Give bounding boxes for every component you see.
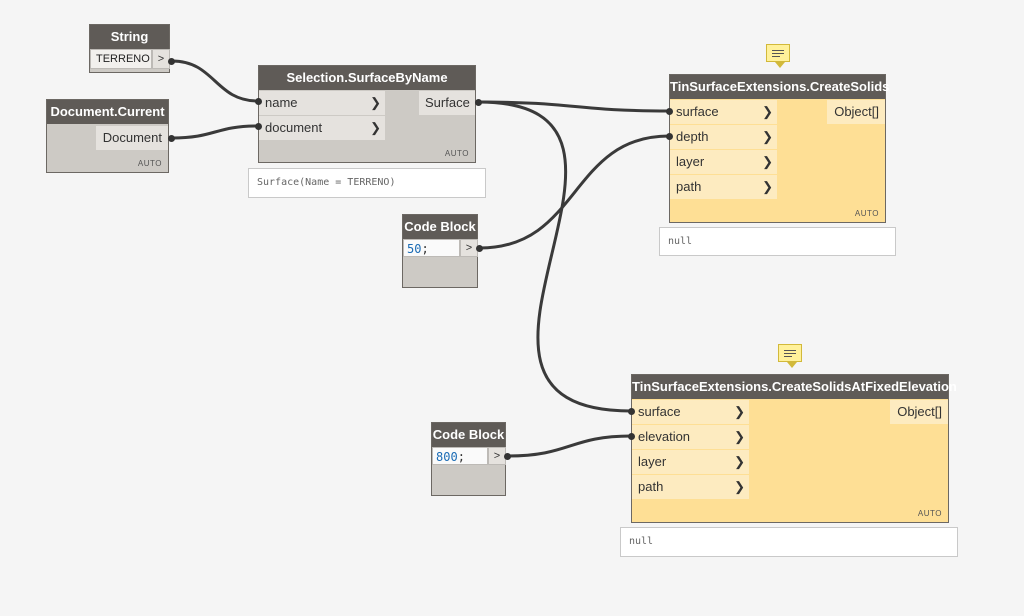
surface-output-port[interactable]: Surface bbox=[419, 91, 475, 115]
chevron-right-icon: ❯ bbox=[370, 95, 381, 110]
port-dot bbox=[255, 98, 262, 105]
string-value-field[interactable]: TERRENO bbox=[90, 49, 152, 69]
object-output-port[interactable]: Object[] bbox=[827, 100, 885, 124]
document-output-port[interactable]: Document bbox=[96, 126, 168, 150]
port-label: elevation bbox=[638, 429, 691, 444]
port-dot bbox=[476, 245, 483, 252]
output-arrow-icon[interactable]: > bbox=[152, 49, 170, 69]
chevron-right-icon: ❯ bbox=[762, 129, 773, 144]
chevron-right-icon: ❯ bbox=[734, 404, 745, 419]
chevron-right-icon: ❯ bbox=[734, 479, 745, 494]
port-dot bbox=[666, 133, 673, 140]
code-number: 800 bbox=[436, 450, 458, 464]
fixedelevation-title: TinSurfaceExtensions.CreateSolidsAtFixed… bbox=[632, 375, 957, 399]
layer-input-port[interactable]: layer ❯ bbox=[632, 450, 749, 474]
name-input-port[interactable]: name ❯ bbox=[259, 91, 385, 115]
surface-input-port[interactable]: surface ❯ bbox=[632, 400, 749, 424]
wire-code50-to-depth bbox=[478, 134, 671, 250]
code-block-node-800[interactable]: Code Block 800; > bbox=[431, 422, 506, 496]
wire-string-to-name bbox=[170, 59, 260, 103]
auto-label: AUTO bbox=[917, 509, 942, 518]
string-node-title: String bbox=[90, 25, 169, 49]
port-label: surface bbox=[676, 104, 719, 119]
auto-label: AUTO bbox=[137, 159, 162, 168]
chevron-right-icon: ❯ bbox=[762, 179, 773, 194]
code-block-title: Code Block bbox=[403, 215, 477, 239]
port-dot bbox=[168, 135, 175, 142]
document-port-label: document bbox=[265, 120, 323, 135]
document-input-port[interactable]: document ❯ bbox=[259, 116, 385, 140]
chevron-right-icon: ❯ bbox=[734, 429, 745, 444]
selection-surfacebyname-node[interactable]: Selection.SurfaceByName name ❯ document … bbox=[258, 65, 476, 163]
code-input-field[interactable]: 800; bbox=[432, 447, 488, 465]
wire-surface-to-createsolids bbox=[477, 100, 671, 113]
port-label: depth bbox=[676, 129, 709, 144]
chevron-right-icon: ❯ bbox=[762, 154, 773, 169]
port-dot bbox=[504, 453, 511, 460]
port-dot bbox=[255, 123, 262, 130]
createsolids-node[interactable]: TinSurfaceExtensions.CreateSolids surfac… bbox=[669, 74, 889, 223]
object-output-port[interactable]: Object[] bbox=[890, 400, 948, 424]
elevation-input-port[interactable]: elevation ❯ bbox=[632, 425, 749, 449]
note-icon[interactable] bbox=[766, 44, 790, 68]
wire-document-to-document bbox=[170, 124, 260, 140]
document-node-title: Document.Current bbox=[47, 100, 168, 124]
port-label: layer bbox=[676, 154, 705, 169]
port-dot bbox=[666, 108, 673, 115]
depth-input-port[interactable]: depth ❯ bbox=[670, 125, 777, 149]
selection-node-title: Selection.SurfaceByName bbox=[259, 66, 475, 90]
code-block-node-50[interactable]: Code Block 50; > bbox=[402, 214, 478, 288]
createsolids-title: TinSurfaceExtensions.CreateSolids bbox=[670, 75, 889, 99]
wire-surface-to-fixedelevation bbox=[477, 100, 633, 413]
note-icon[interactable] bbox=[778, 344, 802, 368]
wire-code800-to-elevation bbox=[506, 434, 633, 458]
code-suffix: ; bbox=[457, 450, 465, 464]
port-dot bbox=[628, 433, 635, 440]
chevron-right-icon: ❯ bbox=[370, 120, 381, 135]
port-label: surface bbox=[638, 404, 681, 419]
output-arrow-icon[interactable]: > bbox=[460, 239, 478, 257]
code-number: 50 bbox=[407, 242, 422, 256]
name-port-label: name bbox=[265, 95, 298, 110]
createsolids-preview: null bbox=[659, 227, 896, 256]
auto-label: AUTO bbox=[444, 149, 469, 158]
layer-input-port[interactable]: layer ❯ bbox=[670, 150, 777, 174]
port-label: path bbox=[676, 179, 702, 194]
document-current-node[interactable]: Document.Current Document AUTO bbox=[46, 99, 169, 173]
code-suffix: ; bbox=[421, 242, 429, 256]
chevron-right-icon: ❯ bbox=[762, 104, 773, 119]
port-label: layer bbox=[638, 454, 667, 469]
path-input-port[interactable]: path ❯ bbox=[632, 475, 749, 499]
port-label: path bbox=[638, 479, 664, 494]
code-input-field[interactable]: 50; bbox=[403, 239, 460, 257]
port-dot bbox=[475, 99, 482, 106]
selection-preview: Surface(Name = TERRENO) bbox=[248, 168, 486, 198]
surface-input-port[interactable]: surface ❯ bbox=[670, 100, 777, 124]
code-block-title: Code Block bbox=[432, 423, 505, 447]
string-node[interactable]: String TERRENO > bbox=[89, 24, 170, 73]
output-arrow-icon[interactable]: > bbox=[488, 447, 506, 465]
port-dot bbox=[168, 58, 175, 65]
path-input-port[interactable]: path ❯ bbox=[670, 175, 777, 199]
createsolidsatfixedelevation-node[interactable]: TinSurfaceExtensions.CreateSolidsAtFixed… bbox=[631, 374, 957, 523]
port-dot bbox=[628, 408, 635, 415]
auto-label: AUTO bbox=[854, 209, 879, 218]
fixedelevation-preview: null bbox=[620, 527, 958, 557]
chevron-right-icon: ❯ bbox=[734, 454, 745, 469]
